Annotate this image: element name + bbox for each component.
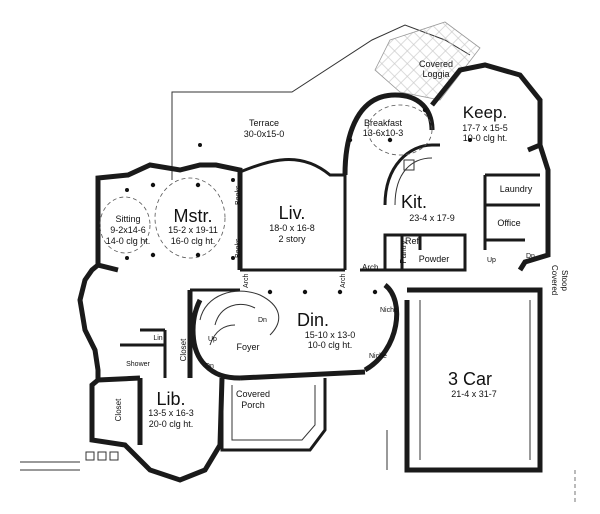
kitchen-name: Kit. <box>401 192 427 212</box>
annotation-labels: Books Books Arch Arch Arch Niche Niche U… <box>205 185 535 370</box>
ref-name: Ref <box>405 236 420 246</box>
exterior-walls <box>77 62 551 483</box>
ceiling-features <box>99 104 433 259</box>
closet-lib-name: Closet <box>114 398 123 421</box>
niche-label-top: Niche <box>380 307 398 314</box>
master-size: 15-2 x 19-11 <box>168 225 218 235</box>
linen-name: Lin <box>153 335 162 342</box>
keep-size: 17-7 x 15-5 <box>462 123 508 133</box>
room-labels: Terrace 30-0x15-0 Covered Loggia Breakfa… <box>106 59 569 429</box>
loggia-label-1: Covered <box>419 59 453 69</box>
garage-size: 21-4 x 31-7 <box>451 389 497 399</box>
shower-name: Shower <box>126 361 150 368</box>
dining-ceiling: 10-0 clg ht. <box>308 340 353 350</box>
down-garage-label: Dn <box>526 253 535 260</box>
arch-label-living: Arch <box>340 274 347 289</box>
terrace-size: 30-0x15-0 <box>244 129 285 139</box>
garage-name: 3 Car <box>448 369 492 389</box>
office-name: Office <box>497 218 520 228</box>
master-name: Mstr. <box>174 206 213 226</box>
pantry-name: Pantry <box>399 240 408 263</box>
porch-label-2: Porch <box>241 400 265 410</box>
covered-porch <box>220 378 327 452</box>
breakfast-size: 13-6x10-3 <box>363 128 404 138</box>
library-ceiling: 20-0 clg ht. <box>149 419 194 429</box>
library-name: Lib. <box>156 389 185 409</box>
niche-label-bottom: Niche <box>369 353 387 360</box>
down-foyer-label: Dn <box>205 363 214 370</box>
loggia-label-2: Loggia <box>422 69 449 79</box>
dining-name: Din. <box>297 310 329 330</box>
books-label-bottom: Books <box>235 238 242 258</box>
curved-stair <box>199 290 280 346</box>
keep-name: Keep. <box>463 103 507 122</box>
foyer-name: Foyer <box>236 342 259 352</box>
master-ceiling: 16-0 clg ht. <box>171 236 216 246</box>
laundry-name: Laundry <box>500 184 533 194</box>
powder-name: Powder <box>419 254 450 264</box>
kitchen-size: 23-4 x 17-9 <box>409 213 455 223</box>
closet-foyer-name: Closet <box>179 338 188 361</box>
keep-ceiling: 10-0 clg ht. <box>463 133 508 143</box>
stoop-label-2: Stoop <box>560 270 569 291</box>
living-name: Liv. <box>279 203 306 223</box>
site-lines <box>20 430 576 505</box>
porch-label-1: Covered <box>236 389 270 399</box>
dining-size: 15-10 x 13-0 <box>305 330 356 340</box>
down-stair-label: Dn <box>258 317 267 324</box>
living-size: 18-0 x 16-8 <box>269 223 315 233</box>
up-stair-label: Up <box>208 336 217 343</box>
breakfast-name: Breakfast <box>364 118 403 128</box>
stoop-label-1: Covered <box>550 265 559 295</box>
columns <box>125 107 472 295</box>
sitting-name: Sitting <box>115 214 140 224</box>
sitting-size: 9-2x14-6 <box>110 225 146 235</box>
library-size: 13-5 x 16-3 <box>148 408 194 418</box>
living-ceiling: 2 story <box>278 234 306 244</box>
up-garage-label: Up <box>487 257 496 264</box>
terrace-name: Terrace <box>249 118 279 128</box>
arch-label-kitchen: Arch <box>362 263 378 272</box>
sitting-ceiling: 14-0 clg ht. <box>106 236 151 246</box>
kitchen-island <box>383 143 440 206</box>
books-label-top: Books <box>235 185 242 205</box>
arch-label-foyer: Arch <box>243 274 250 289</box>
